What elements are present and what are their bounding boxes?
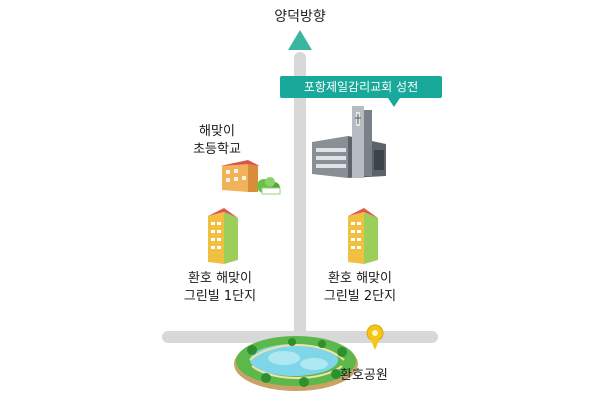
north-arrow-icon (288, 30, 312, 50)
apt2-label-line1: 환호 해맞이 (328, 271, 392, 286)
apt2-label-line2: 그린빌 2단지 (323, 289, 397, 304)
church-building-icon (312, 106, 386, 178)
apt1-label-line1: 환호 해맞이 (188, 271, 252, 286)
apartment-icon (208, 208, 238, 264)
direction-label: 양덕방향 (274, 9, 326, 25)
apt1-label-line2: 그린빌 1단지 (183, 289, 257, 304)
school-label-line1: 해맞이 (199, 124, 235, 139)
apartment-icon (348, 208, 378, 264)
school-label-line2: 초등학교 (193, 142, 241, 157)
park-label: 환호공원 (340, 368, 388, 383)
main-road-vertical (294, 52, 306, 352)
school-building-icon (220, 160, 281, 195)
location-pin-icon (366, 324, 384, 350)
park-icon (234, 336, 358, 391)
church-callout: 포항제일감리교회 성전 (280, 76, 442, 107)
